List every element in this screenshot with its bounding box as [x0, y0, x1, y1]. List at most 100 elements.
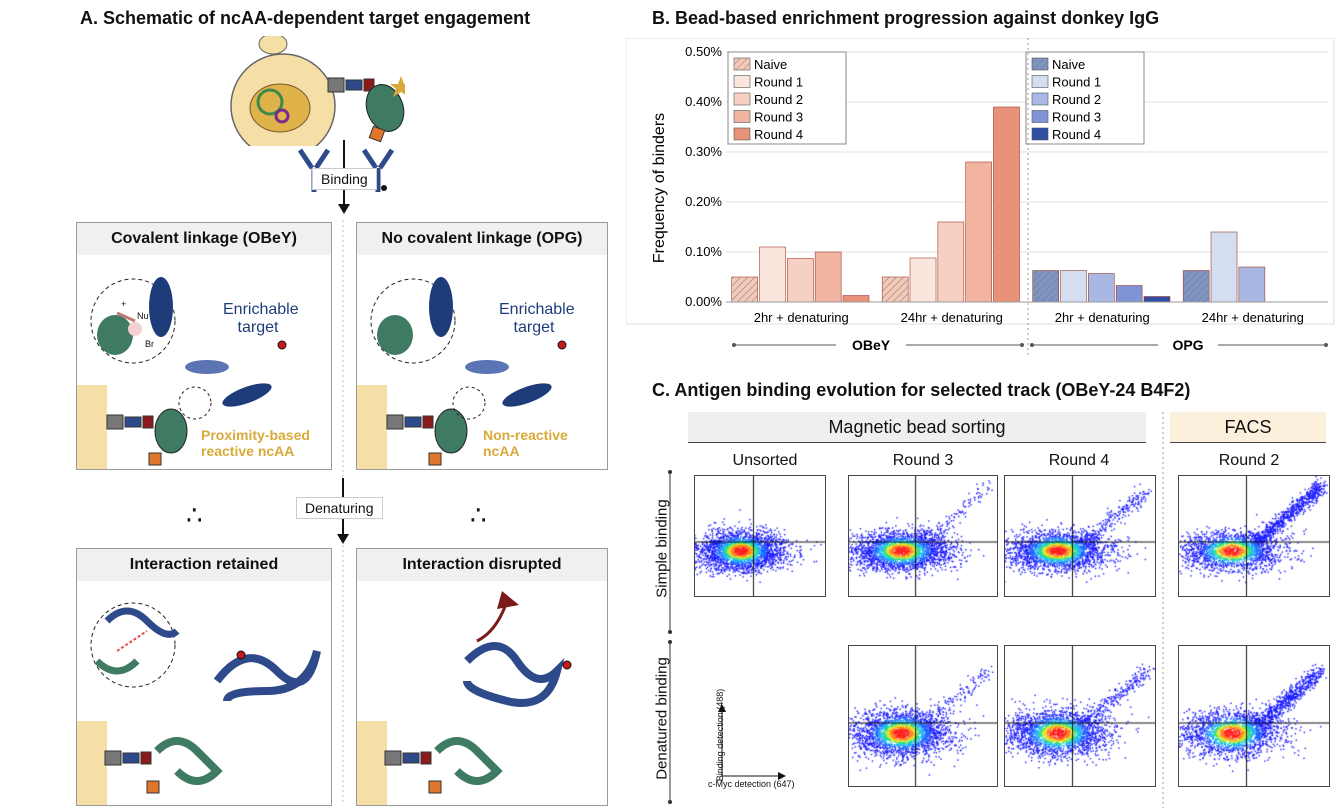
- panel-a-title: A. Schematic of ncAA-dependent target en…: [80, 8, 531, 28]
- bar-hatch: [1183, 270, 1210, 302]
- flow-plot-round3-denatured: [848, 645, 998, 787]
- disrupted-box-title: Interaction disrupted: [357, 549, 607, 581]
- noncovalent-linkage-box: No covalent linkage (OPG) Enrichable tar…: [356, 222, 608, 470]
- enrichment-bar-chart: 0.00% 0.10% 0.20% 0.30% 0.40% 0.50% 2hr + den…: [626, 38, 1335, 358]
- legend-label: Round 4: [1052, 127, 1101, 142]
- bar: [759, 246, 786, 303]
- chart-bars: [726, 106, 1328, 303]
- noncovalent-illustration: [357, 277, 567, 469]
- y-tick-label: 0.00%: [685, 294, 722, 309]
- panel-b-title: B. Bead-based enrichment progression aga…: [652, 8, 1160, 28]
- x-tick-label: 24hr + denaturing: [901, 310, 1003, 325]
- y-tick-label: 0.30%: [685, 144, 722, 159]
- legend-label: Naive: [1052, 57, 1085, 72]
- bar-hatch: [882, 277, 909, 302]
- flow-y-axis-label: Binding detection (488): [715, 688, 725, 782]
- flow-x-axis-label: c-Myc detection (647): [708, 779, 795, 789]
- legend-swatch: [733, 127, 751, 141]
- chart-y-tick-labels: 0.00% 0.10% 0.20% 0.30% 0.40% 0.50%: [685, 44, 722, 309]
- flow-axes-key: [718, 704, 786, 780]
- facs-divider: [1162, 412, 1164, 808]
- bar: [1060, 270, 1087, 303]
- noncovalent-box-title: No covalent linkage (OPG): [357, 223, 607, 255]
- y-tick-label: 0.40%: [685, 94, 722, 109]
- nu-label: Nu: [137, 311, 149, 321]
- bar-hatch: [1032, 270, 1059, 302]
- x-tick-label: 24hr + denaturing: [1202, 310, 1304, 325]
- column-label-round4: Round 4: [1048, 452, 1110, 469]
- br-label: Br: [145, 339, 154, 349]
- noncovalent-target-label: Enrichable target: [499, 301, 575, 336]
- flow-plot-unsorted-simple: [694, 475, 826, 597]
- yeast-cell-illustration: [230, 36, 405, 146]
- legend-swatch: [733, 92, 751, 106]
- legend-label: Round 4: [754, 127, 803, 142]
- obey-group-bracket: [732, 335, 1024, 355]
- therefore-symbol-left: ∴: [186, 500, 203, 530]
- flow-density-canvas: [1179, 476, 1329, 596]
- flow-plot-facs-simple: [1178, 475, 1330, 597]
- legend-label: Naive: [754, 57, 787, 72]
- retained-illustration: [77, 602, 321, 805]
- legend-label: Round 1: [1052, 75, 1101, 90]
- flow-density-canvas: [1005, 476, 1155, 596]
- y-tick-label: 0.20%: [685, 194, 722, 209]
- covalent-target-label: Enrichable target: [223, 301, 299, 336]
- covalent-box-title: Covalent linkage (OBeY): [77, 223, 331, 255]
- x-tick-label: 2hr + denaturing: [754, 310, 849, 325]
- bar: [937, 221, 965, 303]
- legend-swatch: [1031, 75, 1049, 88]
- y-tick-label: 0.10%: [685, 244, 722, 259]
- bar: [1143, 296, 1171, 303]
- legend-label: Round 3: [1052, 110, 1101, 125]
- retained-box-title: Interaction retained: [77, 549, 331, 581]
- panel-c-title: C. Antigen binding evolution for selecte…: [652, 380, 1191, 400]
- flow-density-canvas: [1179, 646, 1329, 786]
- denaturing-label: Denaturing: [296, 497, 383, 519]
- bar: [842, 295, 870, 303]
- legend-swatch: [733, 110, 751, 123]
- bar: [814, 251, 842, 303]
- legend-swatch: [733, 75, 751, 88]
- x-tick-label: 2hr + denaturing: [1055, 310, 1150, 325]
- flow-density-canvas: [849, 646, 997, 786]
- magnetic-bead-sorting-header: Magnetic bead sorting: [688, 412, 1146, 443]
- legend-label: Round 1: [754, 75, 803, 90]
- y-tick-label: 0.50%: [685, 44, 722, 59]
- bar: [787, 258, 814, 303]
- binding-label: Binding: [312, 168, 377, 190]
- bar: [1238, 266, 1266, 303]
- disrupted-illustration: [357, 591, 572, 805]
- flow-plot-round4-simple: [1004, 475, 1156, 597]
- interaction-disrupted-box: Interaction disrupted: [356, 548, 608, 806]
- legend-swatch: [1031, 110, 1049, 123]
- bar: [993, 106, 1020, 303]
- flow-plot-facs-denatured: [1178, 645, 1330, 787]
- row-label-simple: Simple binding: [652, 470, 676, 634]
- chart-y-axis-label: Frequency of binders: [651, 113, 668, 263]
- covalent-illustration: [77, 277, 287, 469]
- legend-label: Round 3: [754, 110, 803, 125]
- group-label-opg: OPG: [1172, 337, 1203, 353]
- noncovalent-ncaa-label: Non-reactive ncAA: [483, 427, 568, 459]
- flow-density-canvas: [1005, 646, 1155, 786]
- flow-plot-round3-simple: [848, 475, 998, 597]
- bar: [1088, 273, 1115, 303]
- flow-plot-round4-denatured: [1004, 645, 1156, 787]
- group-label-obey: OBeY: [852, 337, 891, 353]
- covalent-linkage-box: Covalent linkage (OBeY) Enrichable targe…: [76, 222, 332, 470]
- bar: [909, 257, 937, 303]
- bar-hatch: [731, 277, 758, 302]
- flow-density-canvas: [849, 476, 997, 596]
- plus-label: +: [121, 299, 127, 309]
- therefore-symbol-right: ∴: [470, 500, 487, 530]
- facs-header: FACS: [1170, 412, 1326, 443]
- chart-x-tick-labels: 2hr + denaturing 24hr + denaturing 2hr + d…: [754, 310, 1304, 325]
- legend-swatch: [1031, 127, 1049, 141]
- legend-label: Round 2: [1052, 92, 1101, 107]
- legend-swatch: [1031, 92, 1049, 106]
